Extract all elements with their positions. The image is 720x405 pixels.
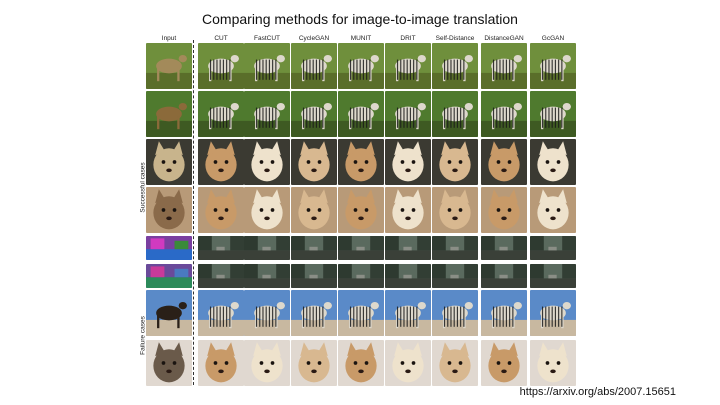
image-cell-cat-dog-munit bbox=[338, 187, 384, 233]
image-cell-cat-dog-cut bbox=[198, 187, 244, 233]
image-cell-cat-dog-distancegan bbox=[481, 139, 527, 185]
image-cell-label-street-distancegan bbox=[481, 264, 527, 288]
image-cell-horse-zebra-drit bbox=[385, 91, 431, 137]
column-header-input: Input bbox=[161, 35, 177, 42]
column-header-distancegan: DistanceGAN bbox=[484, 35, 524, 42]
image-cell-horse-zebra-fastcut bbox=[244, 43, 290, 89]
image-cell-cat-dog-input bbox=[146, 340, 192, 386]
image-cell-horse-zebra-cut bbox=[198, 290, 244, 336]
input-divider bbox=[193, 40, 194, 385]
image-cell-label-street-drit bbox=[385, 264, 431, 288]
column-header-cut: CUT bbox=[214, 35, 228, 42]
column-header-fastcut: FastCUT bbox=[254, 35, 280, 42]
image-cell-horse-zebra-cut bbox=[198, 91, 244, 137]
image-cell-horse-zebra-distancegan bbox=[481, 290, 527, 336]
image-cell-horse-zebra-self-distance bbox=[432, 290, 478, 336]
image-cell-label-street-self-distance bbox=[432, 236, 478, 260]
image-cell-cat-dog-self-distance bbox=[432, 340, 478, 386]
image-cell-horse-zebra-distancegan bbox=[481, 91, 527, 137]
image-cell-cat-dog-gcgan bbox=[530, 187, 576, 233]
image-cell-label-street-cut bbox=[198, 236, 244, 260]
image-cell-cat-dog-input bbox=[146, 139, 192, 185]
image-cell-horse-zebra-cyclegan bbox=[291, 43, 337, 89]
image-cell-horse-zebra-cut bbox=[198, 43, 244, 89]
image-cell-horse-zebra-cyclegan bbox=[291, 91, 337, 137]
image-cell-cat-dog-self-distance bbox=[432, 187, 478, 233]
image-cell-cat-dog-input bbox=[146, 187, 192, 233]
image-cell-horse-zebra-gcgan bbox=[530, 290, 576, 336]
image-cell-horse-zebra-input bbox=[146, 91, 192, 137]
image-cell-label-street-cut bbox=[198, 264, 244, 288]
image-cell-cat-dog-distancegan bbox=[481, 187, 527, 233]
failure-cases-label: Failure cases bbox=[139, 316, 147, 355]
column-header-cyclegan: CycleGAN bbox=[298, 35, 330, 42]
image-cell-cat-dog-cut bbox=[198, 139, 244, 185]
image-cell-horse-zebra-fastcut bbox=[244, 91, 290, 137]
image-cell-cat-dog-drit bbox=[385, 139, 431, 185]
image-cell-cat-dog-munit bbox=[338, 139, 384, 185]
image-cell-cat-dog-cyclegan bbox=[291, 187, 337, 233]
image-cell-label-street-input bbox=[146, 264, 192, 288]
image-cell-label-street-munit bbox=[338, 264, 384, 288]
image-cell-horse-zebra-drit bbox=[385, 43, 431, 89]
column-header-drit: DRIT bbox=[400, 35, 416, 42]
image-cell-horse-zebra-cyclegan bbox=[291, 290, 337, 336]
image-cell-horse-zebra-drit bbox=[385, 290, 431, 336]
image-cell-cat-dog-drit bbox=[385, 340, 431, 386]
source-url[interactable]: https://arxiv.org/abs/2007.15651 bbox=[519, 386, 676, 398]
image-cell-cat-dog-gcgan bbox=[530, 139, 576, 185]
image-cell-cat-dog-distancegan bbox=[481, 340, 527, 386]
image-cell-horse-zebra-munit bbox=[338, 290, 384, 336]
image-cell-label-street-distancegan bbox=[481, 236, 527, 260]
image-cell-horse-zebra-munit bbox=[338, 91, 384, 137]
column-header-gcgan: GcGAN bbox=[541, 35, 565, 42]
image-cell-label-street-drit bbox=[385, 236, 431, 260]
image-cell-horse-zebra-self-distance bbox=[432, 91, 478, 137]
image-cell-cat-dog-cyclegan bbox=[291, 340, 337, 386]
image-cell-cat-dog-self-distance bbox=[432, 139, 478, 185]
image-cell-horse-zebra-input bbox=[146, 290, 192, 336]
image-cell-label-street-gcgan bbox=[530, 264, 576, 288]
image-cell-label-street-gcgan bbox=[530, 236, 576, 260]
image-cell-horse-zebra-gcgan bbox=[530, 91, 576, 137]
image-cell-horse-zebra-fastcut bbox=[244, 290, 290, 336]
image-cell-cat-dog-fastcut bbox=[244, 340, 290, 386]
image-cell-horse-zebra-input bbox=[146, 43, 192, 89]
successful-cases-label: Successful cases bbox=[139, 162, 147, 213]
image-cell-label-street-input bbox=[146, 236, 192, 260]
image-cell-label-street-munit bbox=[338, 236, 384, 260]
image-cell-label-street-cyclegan bbox=[291, 264, 337, 288]
image-cell-cat-dog-drit bbox=[385, 187, 431, 233]
image-cell-cat-dog-cut bbox=[198, 340, 244, 386]
image-cell-horse-zebra-self-distance bbox=[432, 43, 478, 89]
image-cell-label-street-fastcut bbox=[244, 264, 290, 288]
image-cell-cat-dog-fastcut bbox=[244, 139, 290, 185]
column-header-munit: MUNIT bbox=[350, 35, 372, 42]
image-cell-cat-dog-fastcut bbox=[244, 187, 290, 233]
column-header-self-distance: Self-Distance bbox=[435, 35, 475, 42]
image-cell-horse-zebra-munit bbox=[338, 43, 384, 89]
image-cell-label-street-self-distance bbox=[432, 264, 478, 288]
image-cell-label-street-fastcut bbox=[244, 236, 290, 260]
image-cell-horse-zebra-distancegan bbox=[481, 43, 527, 89]
image-cell-label-street-cyclegan bbox=[291, 236, 337, 260]
image-cell-horse-zebra-gcgan bbox=[530, 43, 576, 89]
slide-title: Comparing methods for image-to-image tra… bbox=[202, 11, 518, 27]
image-cell-cat-dog-cyclegan bbox=[291, 139, 337, 185]
image-cell-cat-dog-gcgan bbox=[530, 340, 576, 386]
image-cell-cat-dog-munit bbox=[338, 340, 384, 386]
